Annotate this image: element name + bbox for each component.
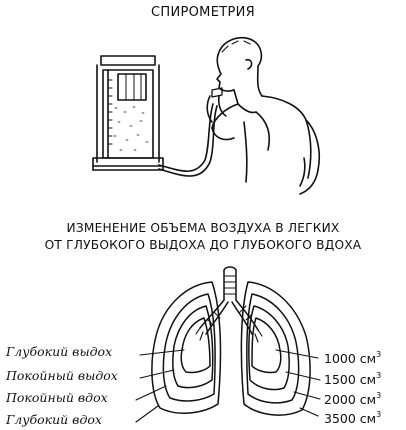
man-figure [206, 36, 321, 195]
left-lung-deep-inhale [151, 281, 222, 414]
lungs-diagram [135, 266, 321, 423]
label-rest-inhale: Покойный вдох [6, 390, 108, 405]
label-deep-inhale: Глубокий вдох [6, 412, 102, 427]
left-lung-rest-exhale [172, 305, 214, 389]
page-title: СПИРОМЕТРИЯ [151, 5, 255, 20]
right-lung-rest-inhale [246, 293, 300, 404]
left-lung-rest-inhale [162, 293, 216, 402]
left-leader-lines [135, 349, 185, 423]
section-title-line-2: ОТ ГЛУБОКОГО ВЫДОХА ДО ГЛУБОКОГО ВДОХА [44, 238, 362, 252]
volume-deep-exhale: 1000 см3 [324, 350, 382, 366]
right-lung-deep-inhale [240, 281, 311, 416]
volume-rest-inhale: 2000 см3 [324, 391, 382, 407]
section-title-line-1: ИЗМЕНЕНИЕ ОБЪЕМА ВОЗДУХА В ЛЕГКИХ [66, 221, 340, 235]
right-lung-rest-exhale [248, 305, 290, 391]
volume-deep-inhale: 3500 см3 [324, 410, 382, 426]
label-deep-exhale: Глубокий выдох [6, 344, 113, 359]
right-lung-deep-exhale [251, 317, 282, 374]
volume-rest-exhale: 1500 см3 [324, 371, 382, 387]
right-leader-lines [275, 349, 321, 417]
label-rest-exhale: Покойный выдох [6, 368, 118, 383]
spirometer-device [92, 55, 164, 171]
left-lung-deep-exhale [180, 317, 211, 374]
